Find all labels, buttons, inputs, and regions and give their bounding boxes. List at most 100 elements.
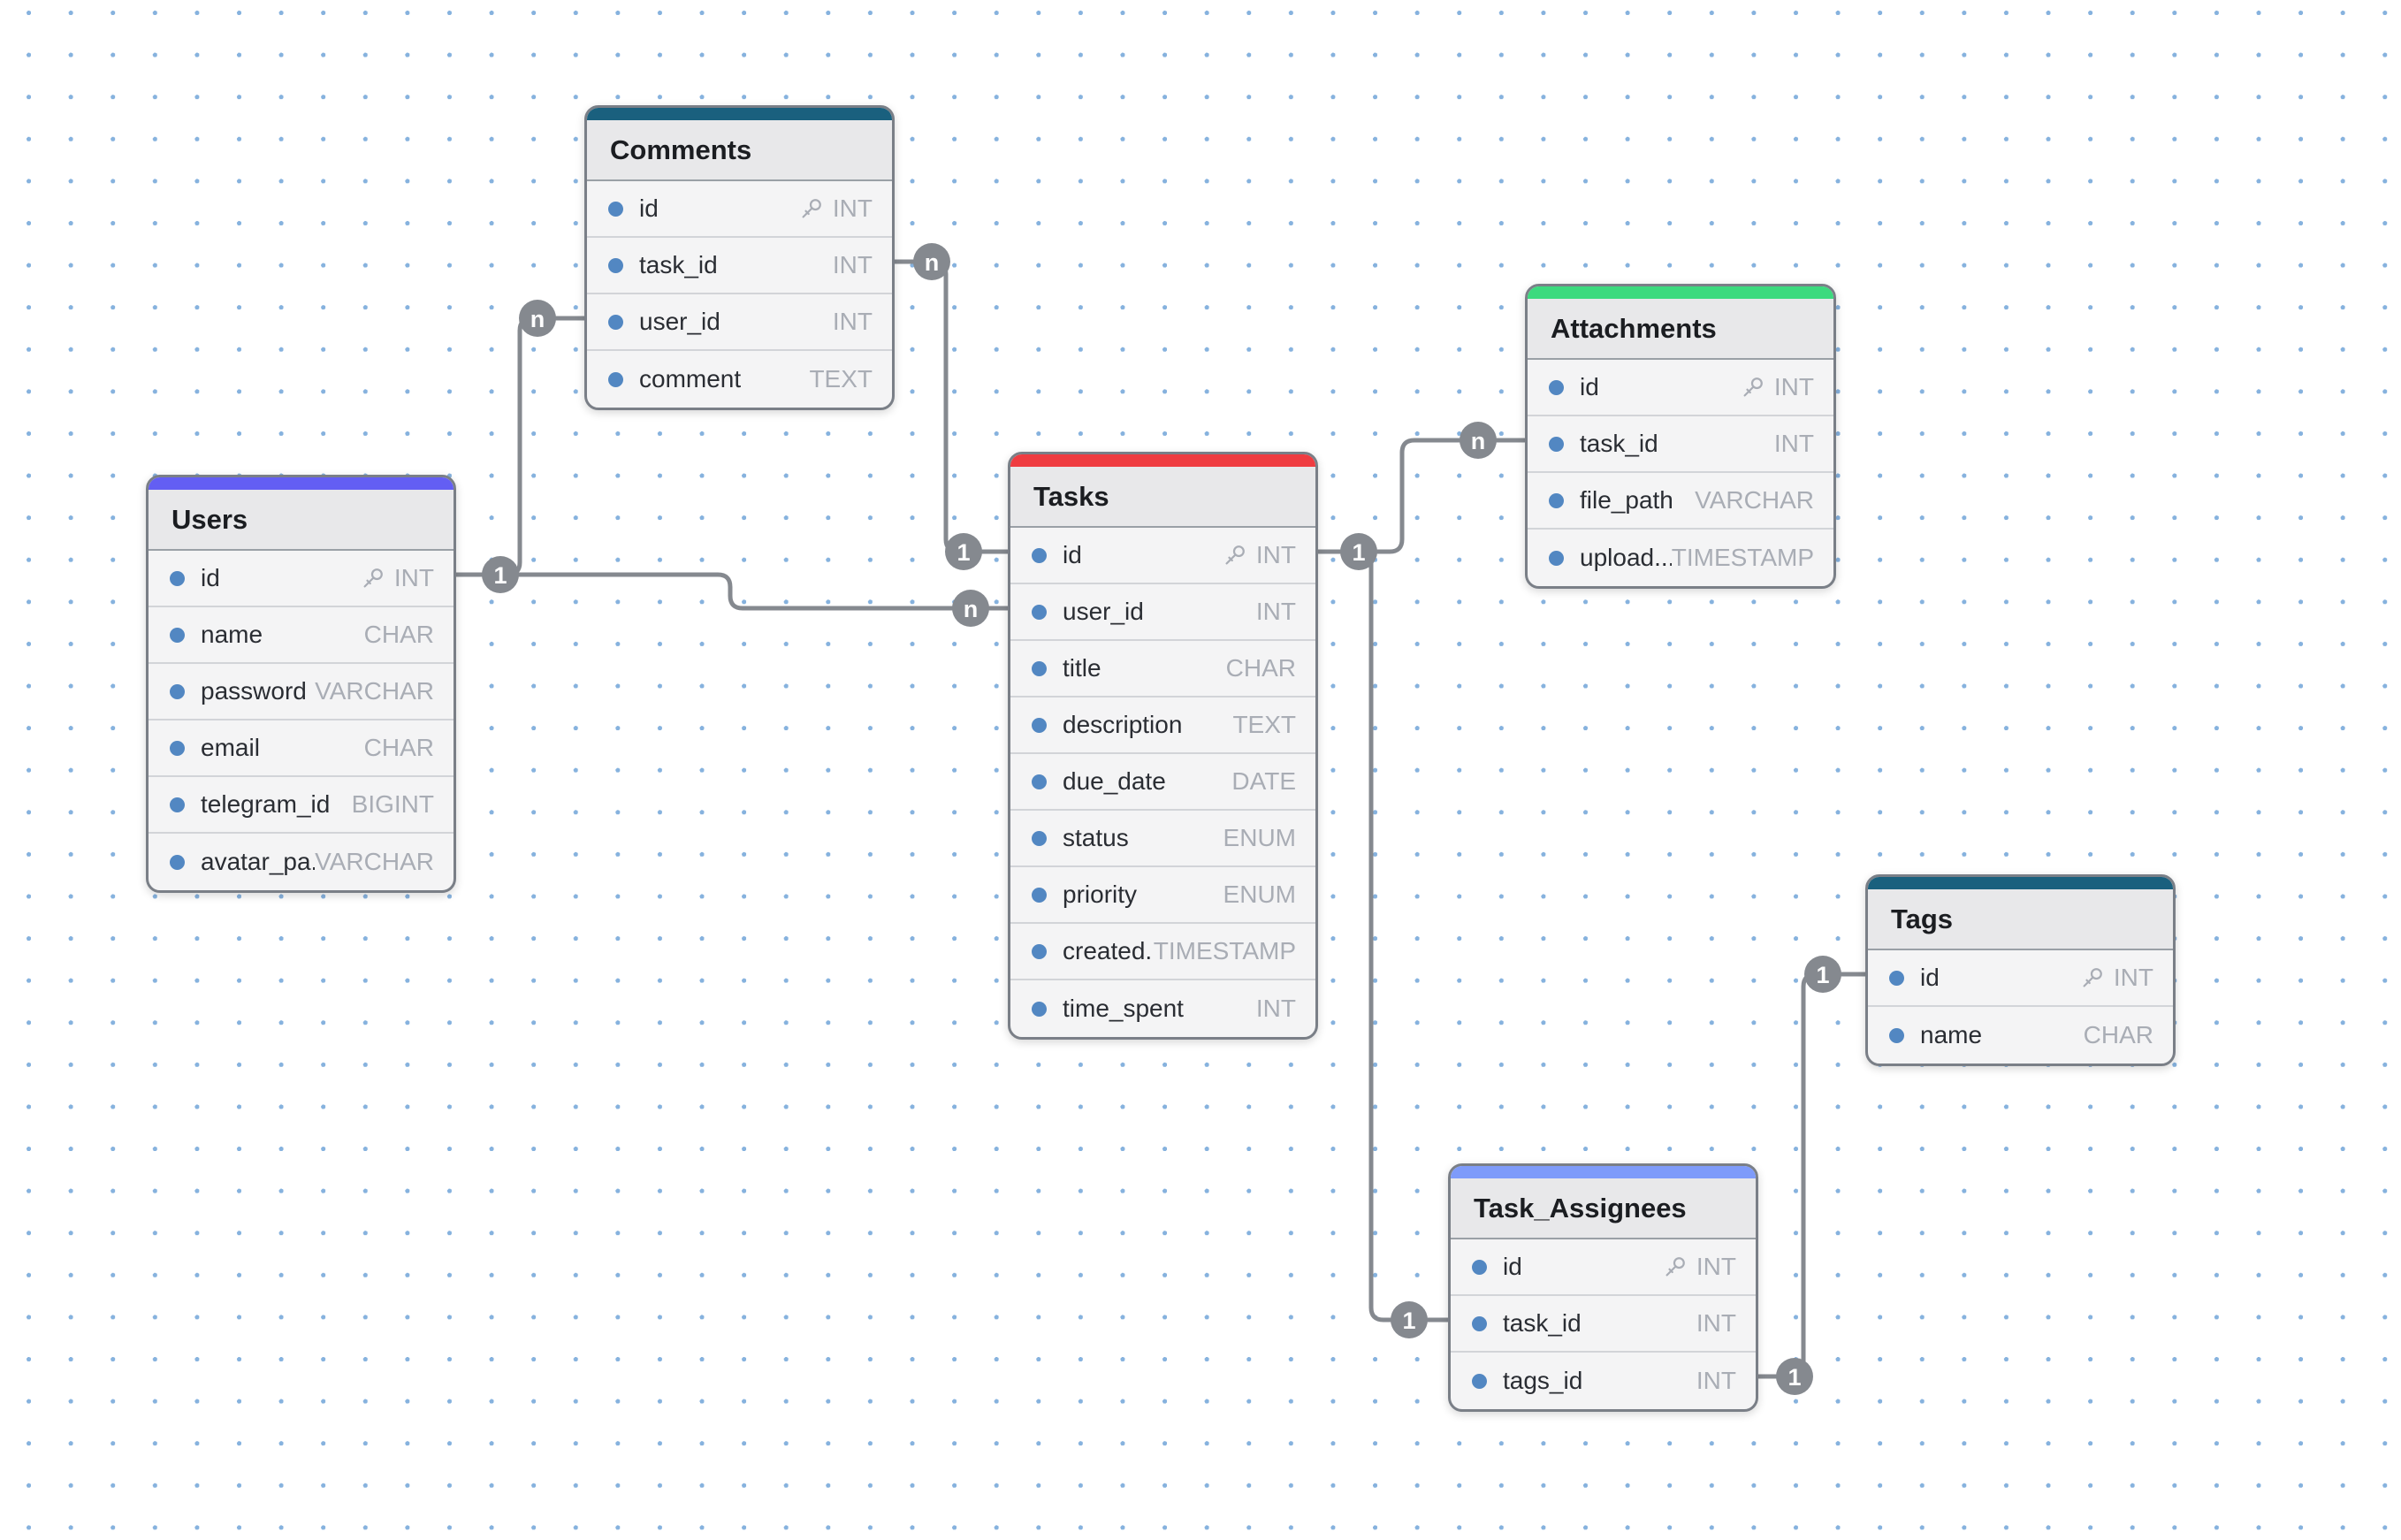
field-type: INT [1696,1367,1736,1395]
field-name: priority [1063,881,1138,908]
field-row[interactable]: file_path VARCHAR [1528,473,1833,530]
field-name: password [201,677,307,705]
field-type: INT [1222,541,1296,569]
field-dot-icon [1549,492,1564,508]
cardinality-badge: 1 [945,533,982,570]
field-row[interactable]: due_date DATE [1010,754,1315,811]
field-type: CHAR [1226,654,1296,682]
cardinality-badge: 1 [1776,1358,1813,1395]
field-type-label: DATE [1231,767,1296,795]
field-type: INT [2079,964,2153,992]
table-accent-bar [1868,877,2173,889]
badge-label: n [1471,428,1486,454]
field-type-label: ENUM [1223,881,1296,908]
badge-label: 1 [1352,539,1365,566]
field-type-label: TIMESTAMP [1671,544,1814,571]
field-name: task_id [1503,1309,1582,1337]
field-row[interactable]: upload... TIMESTAMP [1528,530,1833,586]
field-row[interactable]: telegram_id BIGINT [149,777,454,834]
table-accent-bar [149,477,454,490]
badge-label: 1 [957,539,970,566]
field-type: INT [1696,1309,1736,1338]
field-type: INT [360,564,434,592]
table-title: Task_Assignees [1451,1178,1756,1239]
field-row[interactable]: name CHAR [149,607,454,664]
field-name: id [1503,1253,1522,1280]
field-name: telegram_id [201,790,331,818]
field-dot-icon [608,257,623,273]
field-row[interactable]: id INT [149,551,454,607]
field-row[interactable]: task_id INT [587,238,892,294]
field-row[interactable]: id INT [1010,528,1315,584]
field-row[interactable]: tags_id INT [1451,1353,1756,1409]
field-row[interactable]: created... TIMESTAMP [1010,924,1315,980]
field-row[interactable]: task_id INT [1528,416,1833,473]
field-name: email [201,734,260,761]
table-tags[interactable]: Tags id INT name CHAR [1865,874,2176,1066]
field-row[interactable]: email CHAR [149,720,454,777]
wire-users-comments [448,316,587,577]
field-type: TEXT [809,365,873,393]
field-type: VARCHAR [315,848,434,876]
field-type: INT [1774,430,1814,458]
field-type-label: INT [1255,995,1296,1022]
field-name: file_path [1580,486,1673,514]
field-row[interactable]: priority ENUM [1010,867,1315,924]
field-type-label: INT [832,251,873,278]
field-type: INT [1256,995,1296,1023]
cardinality-badge: n [913,243,950,280]
field-row[interactable]: user_id INT [587,294,892,351]
field-dot-icon [1032,774,1047,789]
field-dot-icon [1032,604,1047,620]
field-row[interactable]: title CHAR [1010,641,1315,698]
field-row[interactable]: description TEXT [1010,698,1315,754]
field-row[interactable]: status ENUM [1010,811,1315,867]
wire-tasks-taskassignees [1356,549,1451,1323]
table-users[interactable]: Users id INT name CHAR password VARCHAR … [146,475,456,893]
badge-label: 1 [493,562,507,589]
badge-label: n [530,306,545,332]
field-row[interactable]: comment TEXT [587,351,892,408]
cardinality-badge: 1 [1391,1301,1428,1338]
field-row[interactable]: id INT [1868,950,2173,1007]
field-name: id [639,194,659,222]
field-row[interactable]: name CHAR [1868,1007,2173,1064]
field-row[interactable]: task_id INT [1451,1296,1756,1353]
field-dot-icon [1032,717,1047,733]
table-tasks[interactable]: Tasks id INT user_id INT title CHAR desc… [1008,452,1318,1040]
field-row[interactable]: time_spent INT [1010,980,1315,1037]
field-name: status [1063,824,1129,851]
field-row[interactable]: id INT [1451,1239,1756,1296]
field-type: INT [1256,598,1296,626]
field-dot-icon [170,740,185,756]
field-row[interactable]: password VARCHAR [149,664,454,720]
field-dot-icon [608,371,623,387]
field-name: task_id [1580,430,1658,457]
field-type-label: INT [1773,430,1814,457]
field-row[interactable]: avatar_pa... VARCHAR [149,834,454,890]
table-comments[interactable]: Comments id INT task_id INT user_id INT … [584,105,895,410]
field-type-label: INT [832,308,873,335]
badge-label: 1 [1816,962,1829,988]
field-type-label: TIMESTAMP [1153,937,1296,964]
table-title: Comments [587,120,892,181]
field-name: due_date [1063,767,1166,795]
cardinality-badge: 1 [1340,533,1377,570]
field-type-label: INT [1696,1309,1736,1337]
field-dot-icon [170,683,185,699]
field-row[interactable]: id INT [587,181,892,238]
table-attachments[interactable]: Attachments id INT task_id INT file_path… [1525,284,1836,589]
field-dot-icon [1032,1001,1047,1017]
field-row[interactable]: id INT [1528,360,1833,416]
table-task-assignees[interactable]: Task_Assignees id INT task_id INT tags_i… [1448,1163,1758,1412]
primary-key-icon [1743,377,1763,397]
field-name: created... [1063,937,1154,964]
field-type: CHAR [2084,1021,2153,1049]
field-row[interactable]: user_id INT [1010,584,1315,641]
field-type-label: TEXT [809,365,873,393]
cardinality-badge: n [1460,422,1497,459]
field-dot-icon [1549,379,1564,395]
field-type-label: CHAR [2083,1021,2153,1048]
table-title: Users [149,490,454,551]
